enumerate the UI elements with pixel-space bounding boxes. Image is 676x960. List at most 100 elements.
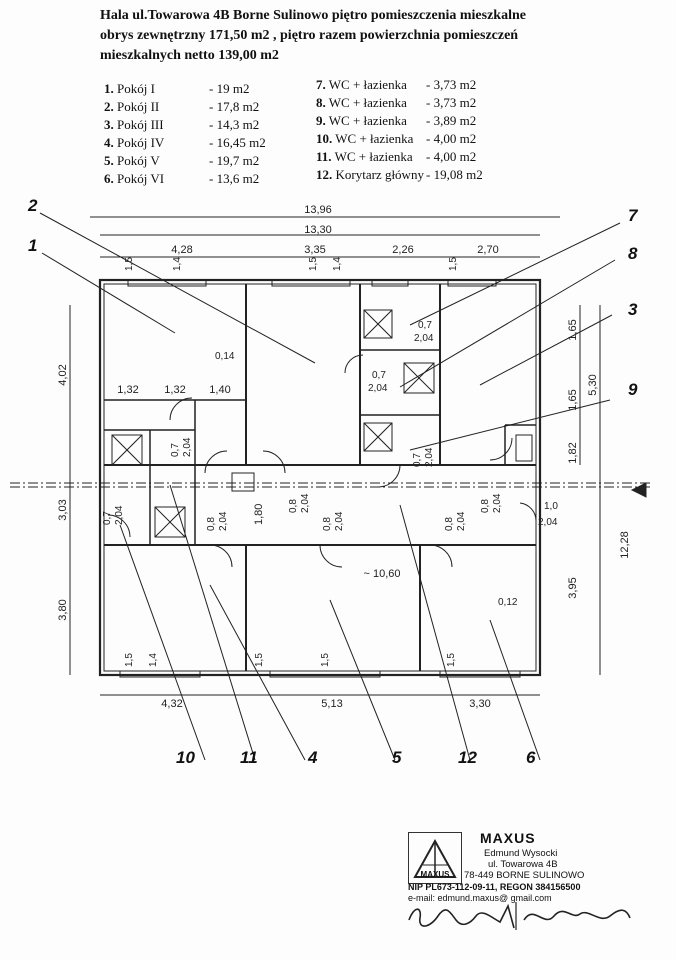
window-label: 1,5 — [124, 653, 135, 667]
dimension-label: 1,82 — [567, 442, 579, 463]
dimension-label: 1,40 — [209, 384, 230, 396]
dimension-label: 3,03 — [57, 499, 69, 520]
door-label: 0,8 — [322, 517, 333, 531]
title-line-2: obrys zewnętrzny 171,50 m2 , piętro raze… — [100, 28, 519, 43]
stamp-email: e-mail: edmund.maxus@ gmail.com — [408, 893, 552, 903]
mark-label: 0,12 — [498, 597, 518, 608]
company-name: MAXUS — [480, 830, 536, 846]
door-label: 0,8 — [444, 517, 455, 531]
stamp-city: 78-449 BORNE SULINOWO — [464, 870, 585, 881]
window-label: 1,4 — [148, 653, 159, 667]
leader-line — [329, 599, 396, 761]
door-label: 2,04 — [300, 493, 311, 513]
dimension-label: 3,95 — [567, 577, 579, 598]
door-swing — [262, 450, 286, 474]
door-label: 0,7 — [418, 320, 432, 331]
shower — [363, 309, 393, 339]
door-label: 2,04 — [538, 517, 558, 528]
window-label: 1,5 — [308, 257, 319, 271]
window — [439, 670, 521, 678]
title-line-1: Hala ul.Towarowa 4B Borne Sulinowo piętr… — [100, 8, 526, 23]
document-title: Hala ul.Towarowa 4B Borne Sulinowo piętr… — [100, 6, 660, 66]
leader-line — [409, 399, 611, 451]
door-label: 2,04 — [492, 493, 503, 513]
shower — [403, 362, 435, 394]
door-label: 0,7 — [102, 511, 113, 525]
callout-number: 2 — [27, 196, 38, 215]
door-label: 2,04 — [218, 511, 229, 531]
inner-wall-line — [103, 283, 537, 672]
door-label: 2,04 — [182, 437, 193, 457]
shower — [363, 422, 393, 452]
cabinet — [515, 434, 533, 462]
room-row: 2. Pokój II - 17,8 m2 — [104, 99, 260, 114]
chimney — [231, 472, 255, 492]
shower — [363, 422, 393, 452]
door-swing — [377, 464, 401, 488]
callout-number: 5 — [392, 748, 402, 767]
door-swing — [209, 544, 233, 568]
room-row: 9. WC + łazienka - 3,89 m2 — [316, 113, 477, 128]
dimension-label: 4,02 — [57, 364, 69, 385]
window-label: 1,5 — [446, 653, 457, 667]
dimension-label: 13,30 — [304, 224, 332, 236]
door-swing — [489, 437, 513, 461]
handwritten-signature — [404, 898, 634, 934]
door-swing — [319, 544, 343, 568]
callout-number: 4 — [307, 748, 318, 767]
door-label: 0,8 — [206, 517, 217, 531]
callout-number: 11 — [240, 748, 258, 767]
room-row: 1. Pokój I - 19 m2 — [104, 81, 250, 96]
room-row: 6. Pokój VI - 13,6 m2 — [104, 171, 260, 186]
door-label: 0,7 — [372, 370, 386, 381]
leader-line — [399, 504, 471, 761]
corridor-width-label: 1,80 — [253, 504, 265, 525]
mark-label: 0,14 — [215, 351, 235, 362]
leader-line — [399, 259, 616, 388]
room-row: 11. WC + łazienka - 4,00 m2 — [316, 149, 477, 164]
shower — [403, 362, 435, 394]
title-line-3: mieszkalnych netto 139,00 m2 — [100, 48, 279, 63]
dimension-label: 13,96 — [304, 204, 332, 216]
callout-number: 12 — [458, 748, 477, 767]
entrance-arrow — [630, 482, 647, 498]
door-swing — [344, 354, 364, 374]
leader-line — [169, 484, 256, 761]
leader-line — [39, 212, 316, 364]
stamp-street: ul. Towarowa 4B — [488, 859, 558, 870]
callout-number: 6 — [526, 748, 536, 767]
leader-line — [409, 222, 621, 326]
door-label: 2,04 — [334, 511, 345, 531]
room-list-right: 7. WC + łazienka - 3,73 m2 8. WC + łazie… — [316, 76, 483, 184]
callout-number: 8 — [628, 244, 638, 263]
door-label: 1,0 — [544, 501, 558, 512]
shower — [154, 506, 186, 538]
room-row: 3. Pokój III - 14,3 m2 — [104, 117, 260, 132]
callout-number: 1 — [28, 236, 37, 255]
dimension-label: 1,32 — [117, 384, 138, 396]
shower — [363, 309, 393, 339]
window-label: 1,5 — [448, 257, 459, 271]
shower — [111, 434, 143, 466]
window — [269, 670, 381, 678]
door-swing — [107, 514, 131, 538]
corridor-length-label: ~ 10,60 — [363, 568, 400, 580]
dimension-label: 12,28 — [619, 531, 631, 559]
dimension-label: 1,32 — [164, 384, 185, 396]
dimension-label: 2,70 — [477, 244, 498, 256]
shower — [154, 506, 186, 538]
door-label: 2,04 — [424, 447, 435, 467]
stamp-nip: NIP PL673-112-09-11, REGON 384156500 — [408, 882, 581, 892]
callout-number: 3 — [628, 300, 638, 319]
logo-label: MAXUS — [420, 870, 450, 879]
door-label: 0,7 — [170, 443, 181, 457]
dimension-label: 3,30 — [469, 698, 490, 710]
window-label: 1,5 — [124, 257, 135, 271]
door-label: 0,8 — [288, 499, 299, 513]
dimension-label: 1,65 — [567, 389, 579, 410]
door-swing — [204, 450, 228, 474]
dimension-label: 1,65 — [567, 319, 579, 340]
dimension-label: 3,80 — [57, 599, 69, 620]
leader-line — [479, 314, 613, 386]
